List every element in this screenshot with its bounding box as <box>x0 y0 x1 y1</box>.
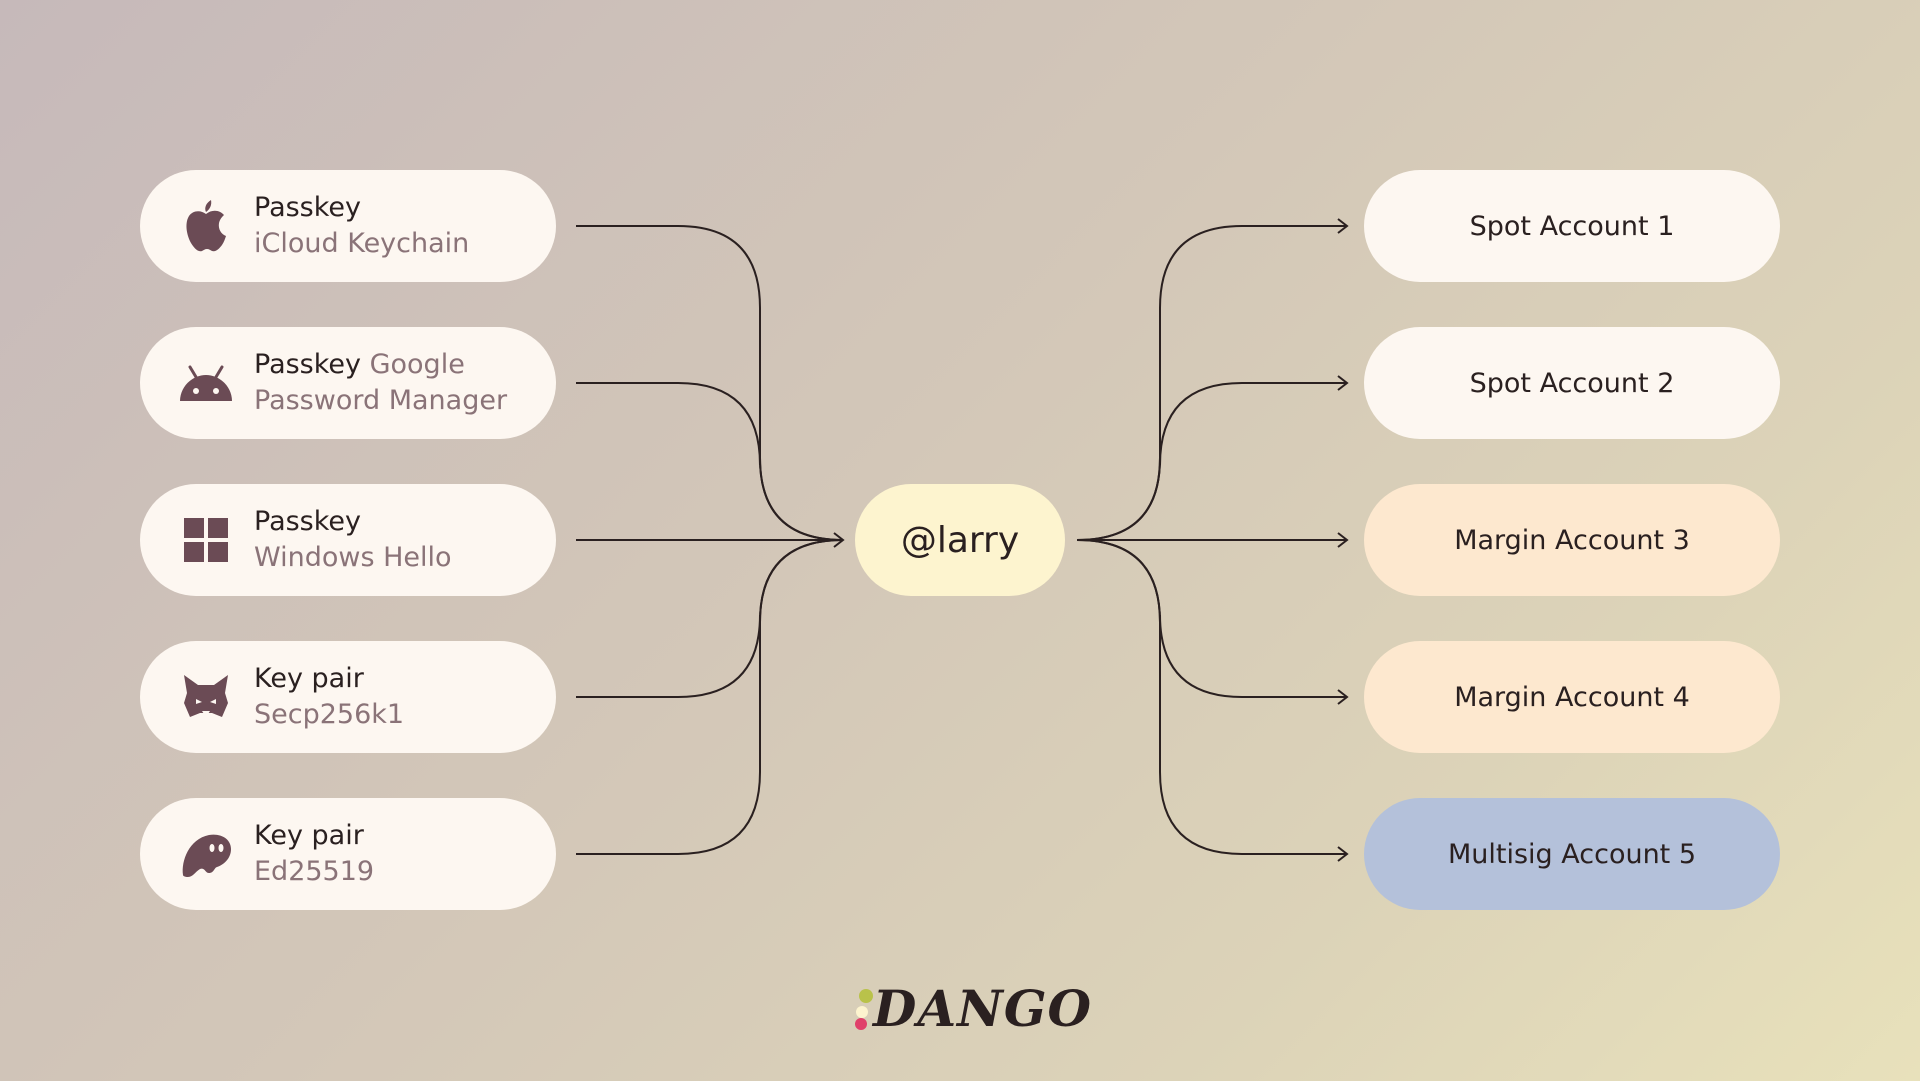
connector-line-right-4 <box>1076 539 1347 698</box>
logo-wordmark: DANGO <box>873 978 1093 1038</box>
account-label: Multisig Account 5 <box>1447 838 1697 870</box>
credential-pill-google[interactable]: Passkey Google Password Manager <box>140 327 556 439</box>
account-pill-margin-3[interactable]: Margin Account 3 <box>1364 484 1780 596</box>
android-icon <box>178 355 234 411</box>
ghost-icon <box>178 826 234 882</box>
fox-icon <box>178 669 234 725</box>
connector-line-right-2 <box>1076 382 1347 541</box>
credential-label: Passkey Google Password Manager <box>254 347 507 419</box>
credential-provider: Secp256k1 <box>254 699 405 730</box>
connector-arrow-center <box>833 532 845 548</box>
connector-line-left-2 <box>576 382 844 541</box>
account-pill-margin-4[interactable]: Margin Account 4 <box>1364 641 1780 753</box>
account-label: Margin Account 4 <box>1454 681 1690 713</box>
credential-label: Passkey iCloud Keychain <box>254 190 469 262</box>
credential-type: Key pair <box>254 663 364 694</box>
credential-label: Key pair Ed25519 <box>254 818 374 890</box>
connector-arrow-account-5 <box>1337 846 1349 862</box>
credential-pill-icloud[interactable]: Passkey iCloud Keychain <box>140 170 556 282</box>
account-label: Spot Account 1 <box>1469 210 1675 242</box>
credential-type: Passkey <box>254 192 362 223</box>
account-pill-spot-1[interactable]: Spot Account 1 <box>1364 170 1780 282</box>
connector-arrow-account-3 <box>1337 532 1349 548</box>
credential-provider: Ed25519 <box>254 856 375 887</box>
dango-logo: DANGO <box>853 978 1093 1038</box>
credential-label: Key pair Secp256k1 <box>254 661 404 733</box>
credential-label: Passkey Windows Hello <box>254 504 452 576</box>
credential-provider: Password Manager <box>254 385 508 416</box>
credential-pill-secp256k1[interactable]: Key pair Secp256k1 <box>140 641 556 753</box>
credential-pill-windows[interactable]: Passkey Windows Hello <box>140 484 556 596</box>
connector-line-left-5 <box>576 539 844 855</box>
connector-line-right-5 <box>1076 539 1347 855</box>
account-pill-spot-2[interactable]: Spot Account 2 <box>1364 327 1780 439</box>
connector-arrow-account-1 <box>1337 218 1349 234</box>
account-label: Spot Account 2 <box>1469 367 1675 399</box>
windows-icon <box>178 512 234 568</box>
connector-arrow-account-4 <box>1337 689 1349 705</box>
connector-arrow-account-2 <box>1337 375 1349 391</box>
connector-line-left-4 <box>576 539 844 698</box>
account-label: Margin Account 3 <box>1454 524 1690 556</box>
credential-provider: iCloud Keychain <box>254 228 470 259</box>
account-pill-multisig-5[interactable]: Multisig Account 5 <box>1364 798 1780 910</box>
credential-provider: Windows Hello <box>254 542 452 573</box>
credential-type-suffix: Google <box>361 349 465 380</box>
username-node[interactable]: @larry <box>855 484 1065 596</box>
apple-icon <box>178 198 234 254</box>
credential-pill-ed25519[interactable]: Key pair Ed25519 <box>140 798 556 910</box>
credential-type: Passkey <box>254 506 362 537</box>
logo-dots-icon <box>855 989 873 1030</box>
credential-type: Key pair <box>254 820 364 851</box>
credential-type: Passkey <box>254 349 362 380</box>
